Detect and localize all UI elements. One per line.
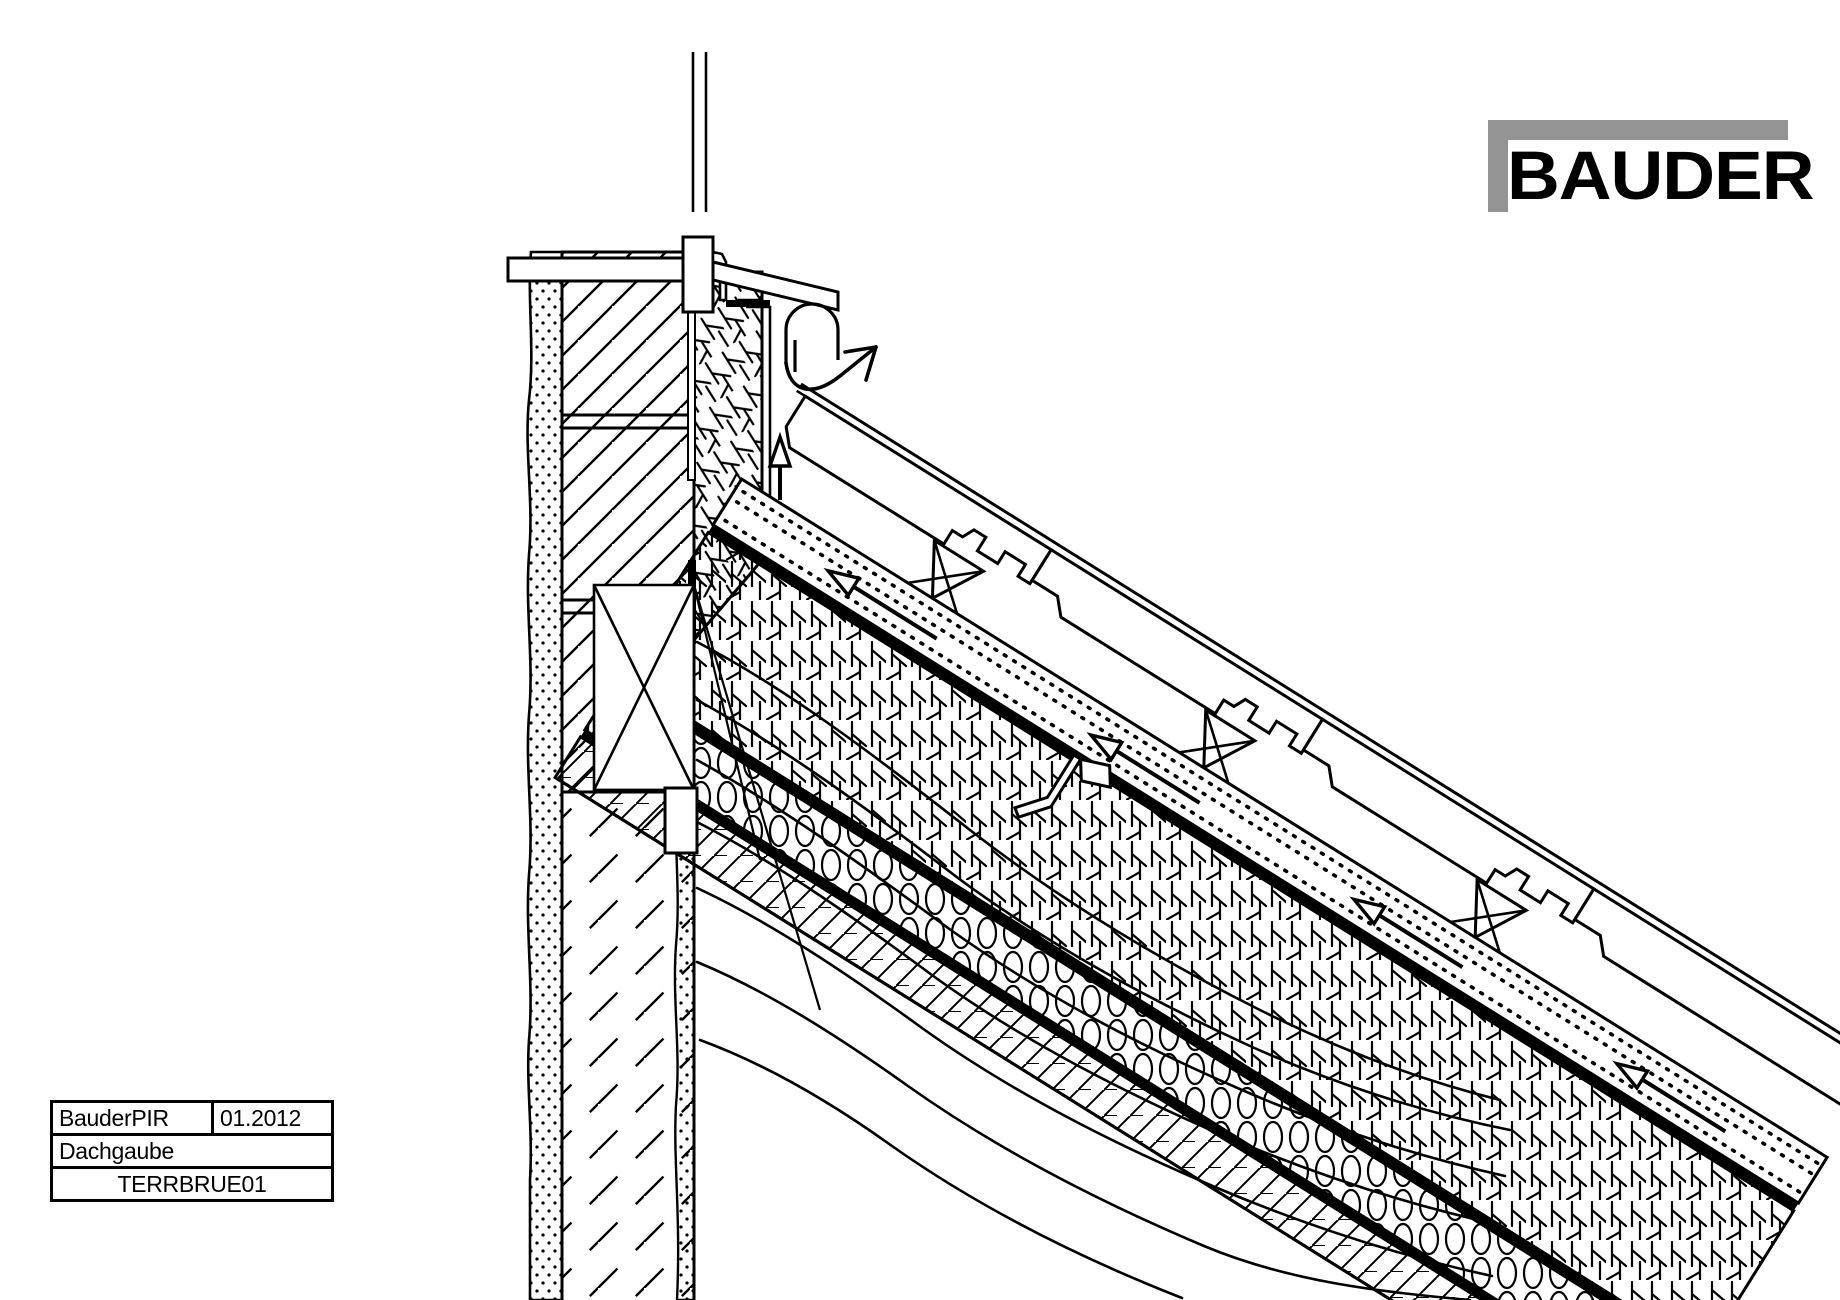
air-flow-cavity-1 [823, 567, 938, 641]
air-flow-cavity-2 [1086, 732, 1201, 805]
logo-wordmark: BAUDER [1507, 136, 1815, 214]
secondary-membrane [580, 730, 1671, 1300]
bauder-logo: BAUDER [1488, 120, 1815, 212]
pier-render-dotted [673, 788, 696, 1300]
batten [1178, 707, 1258, 785]
logo-bracket-top [1488, 120, 1788, 140]
drawing-number: TERRBRUE01 [117, 1170, 267, 1197]
title-block-row-product: BauderPIR 01.2012 [53, 1103, 331, 1136]
cap-flashing [711, 250, 840, 312]
ventilated-air-cavity [710, 476, 1830, 1206]
flashing-turndown [738, 298, 772, 560]
detail-name: Dachgaube [59, 1137, 174, 1164]
tiling-battens [907, 537, 1530, 954]
batten [907, 537, 987, 615]
product-name: BauderPIR [53, 1103, 214, 1133]
title-block-row-number: TERRBRUE01 [53, 1169, 331, 1199]
wall-head-detail [506, 52, 840, 560]
vertical-mast [691, 52, 708, 212]
roof-tiles [784, 394, 1840, 1116]
air-flow-cavity-3 [1349, 896, 1464, 969]
logo-bracket-left [1488, 120, 1508, 212]
fixing-plate [663, 786, 699, 855]
clamp-box [681, 235, 715, 314]
drawing-date: 01.2012 [220, 1104, 302, 1131]
vapour-control-layer [614, 674, 1705, 1300]
coping-cap [506, 256, 687, 283]
fibrous-underlay-waves [695, 640, 1512, 1300]
title-block-row-detail: Dachgaube [53, 1136, 331, 1169]
roof-assembly [553, 382, 1840, 1300]
air-flow-up-wall [767, 431, 793, 500]
air-flow-cavity-4 [1612, 1060, 1727, 1134]
cavity-dot-fill [723, 489, 1821, 1195]
air-flow-vent-out [784, 302, 878, 392]
roof-underlay-membrane [708, 524, 1799, 1211]
fixing-bracket [1012, 752, 1112, 819]
wall-lower-material [562, 790, 696, 1300]
title-block: BauderPIR 01.2012 Dachgaube TERRBRUE01 [50, 1100, 334, 1202]
